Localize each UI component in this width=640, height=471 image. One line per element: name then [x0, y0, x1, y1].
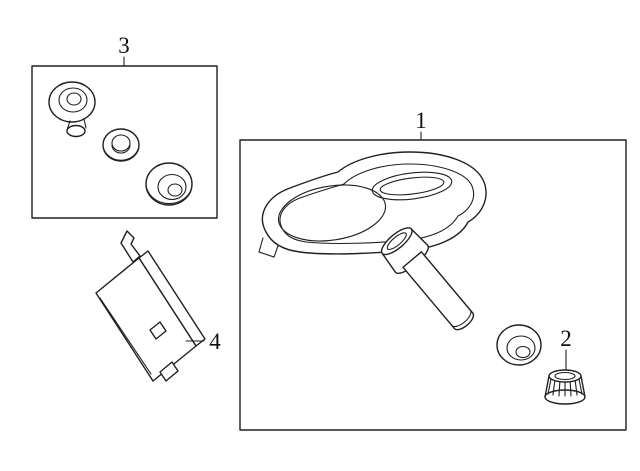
sensor-box-outline — [239, 139, 627, 431]
module-bracket — [120, 230, 141, 263]
callout-1-label: 1 — [415, 108, 427, 133]
stem-top-face — [380, 227, 413, 256]
cap-top-face — [548, 369, 582, 383]
kit-cap-drawing — [48, 81, 96, 138]
module-clip — [149, 321, 167, 340]
valve-stem-drawing — [380, 227, 475, 331]
stem-tip-line — [451, 309, 472, 328]
sensor-box-group: 1 2 — [239, 108, 627, 431]
sensor-tab — [258, 237, 279, 258]
stem-shaft — [402, 251, 475, 331]
sensor-body-drawing — [258, 151, 487, 258]
receiver-module-group: 4 — [95, 230, 221, 382]
sensor-body-opening — [277, 184, 387, 242]
cap-top-inner — [554, 371, 576, 381]
module-front-face — [95, 257, 197, 382]
valve-cap-drawing: 2 — [544, 326, 586, 405]
callout-4-label: 4 — [209, 329, 221, 354]
sensor-inner-outline — [279, 163, 475, 245]
kit-sleeve-drawing — [145, 162, 193, 206]
callout-2-label: 2 — [560, 326, 572, 351]
sensor-outer-outline — [261, 151, 487, 255]
kit-box-group: 3 — [31, 33, 218, 219]
sensor-slot — [371, 171, 453, 201]
sensor-grommet-drawing — [496, 324, 542, 366]
module-foot — [159, 361, 179, 382]
module-edge-line — [99, 297, 152, 375]
kit-grommet-drawing — [102, 128, 140, 162]
stem-top-inner — [386, 232, 407, 251]
callout-3-label: 3 — [118, 33, 130, 58]
